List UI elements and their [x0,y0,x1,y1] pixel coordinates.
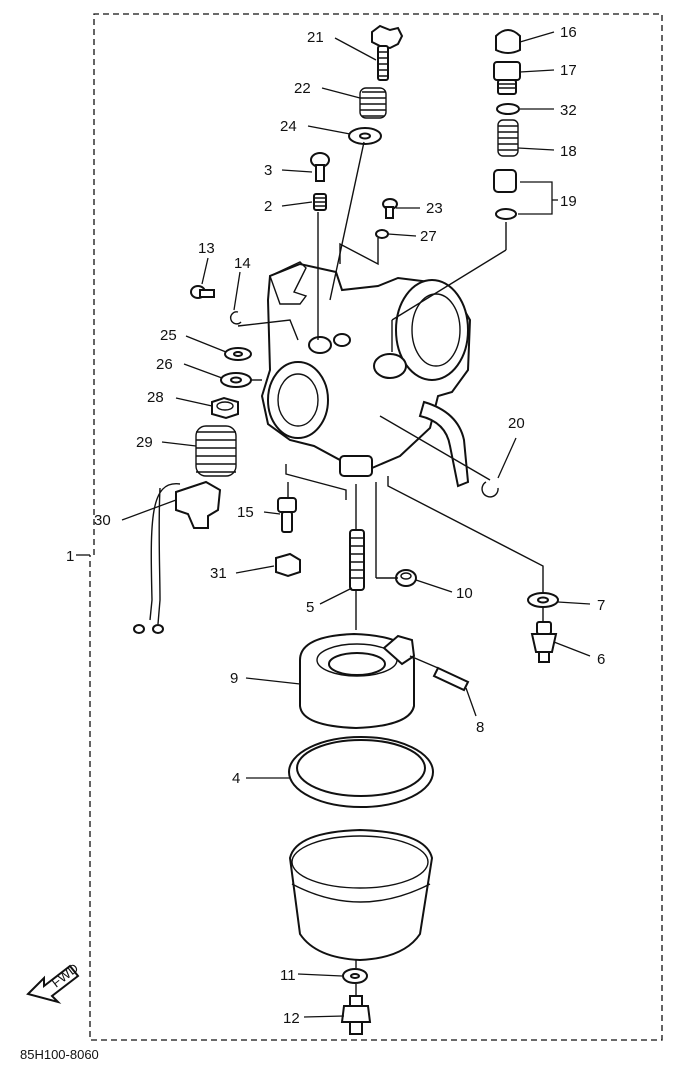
callout-28: 28 [147,389,164,406]
part-29-spring [195,425,237,477]
part-8-float-pin [432,666,470,692]
diagram-code: 85H100-8060 [20,1047,99,1062]
part-13-screw [190,285,215,299]
callout-1: 1 [66,548,74,565]
callout-20: 20 [508,415,525,432]
callout-12: 12 [283,1010,300,1027]
part-10-screw [395,569,417,587]
float-bowl [288,828,434,962]
part-16-cap [495,29,521,54]
callout-5: 5 [306,599,314,616]
callout-11: 11 [280,967,296,984]
part-3-screw [310,152,330,182]
part-20-clip [481,481,499,498]
part-31-plug [275,552,301,578]
callout-25: 25 [160,327,177,344]
callout-27: 27 [420,228,437,245]
callout-22: 22 [294,80,311,97]
callout-15: 15 [237,504,254,521]
callout-32: 32 [560,102,577,119]
assembly-frame [76,13,663,1041]
callout-6: 6 [597,651,605,668]
part-32-o-ring [496,103,520,115]
callout-30: 30 [94,512,111,529]
part-27-lock-washer [375,229,389,239]
part-7-washer [527,592,559,608]
part-17-plug [493,61,521,95]
callout-26: 26 [156,356,173,373]
part-21-throttle-stop-screw [371,24,404,81]
part-6-valve-seat [530,621,558,663]
part-5-needle-jet [349,529,365,591]
part-4-gasket [288,736,434,808]
callout-31: 31 [210,565,227,582]
callout-labels: 1 2 3 4 5 6 7 8 9 10 11 12 13 14 15 16 1… [66,24,605,1027]
callout-10: 10 [456,585,473,602]
part-19-jet-needle-set [493,169,553,220]
assembly-guide-lines [237,141,544,996]
part-28-nut [211,396,239,420]
callout-21: 21 [307,29,324,46]
part-22-spring [359,87,387,119]
callout-23: 23 [426,200,443,217]
part-24-washer [348,127,382,145]
part-9-float [299,632,416,730]
callout-18: 18 [560,143,577,160]
callout-8: 8 [476,719,484,736]
callout-7: 7 [597,597,605,614]
part-2-pilot-jet [313,193,327,211]
part-26-washer [220,372,252,388]
part-30-starter-plunger [133,480,222,634]
callout-16: 16 [560,24,577,41]
part-23-screw [382,198,398,219]
callout-13: 13 [198,240,215,257]
callout-24: 24 [280,118,297,135]
part-25-washer [224,347,252,361]
callout-17: 17 [560,62,577,79]
carburetor-body [260,261,491,488]
callout-4: 4 [232,770,240,787]
callout-3: 3 [264,162,272,179]
forward-arrow-icon: FWD [26,960,81,1004]
part-11-gasket [342,968,368,984]
leader-lines [121,31,591,1018]
callout-9: 9 [230,670,238,687]
callout-14: 14 [234,255,251,272]
part-18-spring [497,119,519,157]
part-14-e-clip [230,311,242,325]
callout-2: 2 [264,198,272,215]
part-15-main-jet [277,497,297,533]
part-12-drain-screw [340,995,372,1035]
callout-19: 19 [560,193,577,210]
callout-29: 29 [136,434,153,451]
